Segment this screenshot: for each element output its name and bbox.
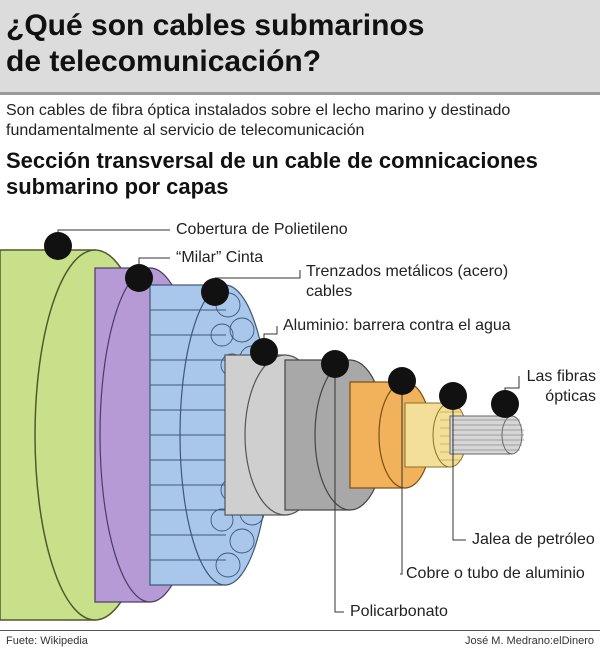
header-banner: ¿Qué son cables submarinos de telecomuni… bbox=[0, 0, 600, 95]
label-policarbonato: Policarbonato bbox=[350, 603, 448, 620]
label-trenzados-line-1: Trenzados metálicos (acero) bbox=[306, 263, 509, 280]
leader-polietileno bbox=[57, 229, 170, 246]
author-credit: José M. Medrano:elDinero bbox=[464, 635, 594, 647]
marker-polietileno bbox=[44, 232, 72, 260]
marker-cobre bbox=[388, 367, 416, 395]
diagram-subtitle: Sección transversal de un cable de comni… bbox=[6, 148, 596, 200]
fiber-strands bbox=[452, 419, 524, 451]
label-jalea: Jalea de petróleo bbox=[472, 531, 595, 548]
cable-layers bbox=[0, 249, 524, 621]
leader-jalea bbox=[452, 396, 466, 541]
label-milar: “Milar” Cinta bbox=[176, 249, 264, 266]
marker-aluminio bbox=[250, 338, 278, 366]
marker-milar bbox=[125, 264, 153, 292]
leader-policarbonato bbox=[334, 364, 344, 613]
marker-policarbonato bbox=[321, 350, 349, 378]
subtitle-line-1: Sección transversal de un cable de comni… bbox=[6, 148, 538, 173]
label-polietileno: Cobertura de Polietileno bbox=[176, 221, 348, 238]
footer-divider bbox=[0, 630, 600, 631]
marker-dots bbox=[44, 232, 519, 418]
label-aluminio: Aluminio: barrera contra el agua bbox=[283, 317, 511, 334]
lead-text: Son cables de fibra óptica instalados so… bbox=[6, 101, 596, 141]
marker-fibras bbox=[491, 390, 519, 418]
marker-jalea bbox=[439, 382, 467, 410]
label-cobre: Cobre o tubo de aluminio bbox=[406, 565, 585, 582]
marker-trenzados bbox=[201, 278, 229, 306]
label-fibras-line-2: ópticas bbox=[545, 388, 596, 405]
label-fibras-line-1: Las fibras bbox=[526, 368, 596, 385]
subtitle-line-2: submarino por capas bbox=[6, 174, 229, 199]
leader-cobre bbox=[400, 381, 403, 575]
title-line-2: de telecomunicación? bbox=[6, 45, 322, 78]
lead-line-1: Son cables de fibra óptica instalados so… bbox=[6, 102, 511, 119]
lead-line-2: fundamentalmente al servicio de telecomu… bbox=[6, 122, 365, 139]
title-line-1: ¿Qué son cables submarinos bbox=[6, 9, 425, 42]
label-trenzados-line-2: cables bbox=[306, 283, 353, 300]
page-title: ¿Qué son cables submarinos de telecomuni… bbox=[6, 8, 594, 80]
source-credit: Fuete: Wikipedia bbox=[6, 635, 88, 647]
